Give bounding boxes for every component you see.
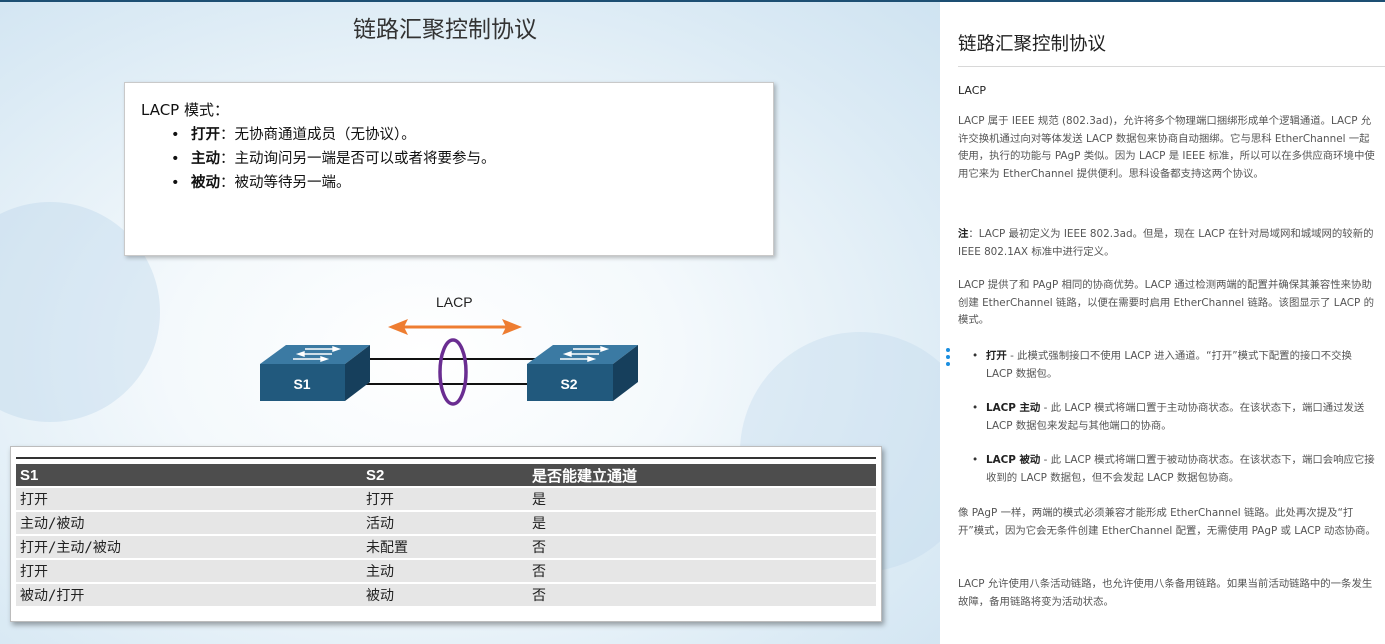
top-border: [0, 0, 1385, 2]
table-row: 被动/打开 被动 否: [16, 584, 876, 606]
cell-channel: 是: [528, 488, 876, 510]
paragraph-intro: LACP 属于 IEEE 规范 (802.3ad)，允许将多个物理端口捆绑形成单…: [958, 115, 1375, 180]
switch-s2-icon: [527, 345, 638, 401]
mode-item-on: •打开：无协商通道成员（无协议）。: [171, 127, 416, 143]
table-row: 主动/被动 活动 是: [16, 512, 876, 534]
cell-channel: 否: [528, 560, 876, 582]
mode-desc: ：主动询问另一端是否可以或者将要参与。: [220, 151, 496, 167]
switch-s1-icon: [260, 345, 370, 401]
lacp-modes-box: LACP 模式： •打开：无协商通道成员（无协议）。 •主动：主动询问另一端是否…: [124, 82, 774, 256]
cell-s2: 未配置: [362, 536, 528, 558]
cell-s1: 打开: [16, 560, 362, 582]
mode-desc: ：被动等待另一端。: [220, 175, 351, 191]
channel-bundle-ring-icon: [438, 338, 468, 406]
lacp-modes-list: •打开：无协商通道成员（无协议）。 •主动：主动询问另一端是否可以或者将要参与。…: [171, 123, 496, 195]
switch-diagram: S1 S2: [260, 319, 638, 406]
mode-item-active: •主动：主动询问另一端是否可以或者将要参与。: [171, 151, 496, 167]
explanation-panel: 链路汇聚控制协议 LACP LACP 属于 IEEE 规范 (802.3ad)，…: [946, 0, 1385, 644]
paragraph-benefits: LACP 提供了和 PAgP 相同的协商优势。LACP 通过检测两端的配置并确保…: [958, 279, 1374, 326]
cell-s1: 打开: [16, 488, 362, 510]
table-row: 打开 打开 是: [16, 488, 876, 510]
mode-compatibility-table: S1 S2 是否能建立通道 打开 打开 是 主动/被动 活动 是 打开/主动/被…: [16, 462, 876, 608]
cell-s2: 被动: [362, 584, 528, 606]
cell-s1: 主动/被动: [16, 512, 362, 534]
cell-s1: 打开/主动/被动: [16, 536, 362, 558]
paragraph-note: 注：LACP 最初定义为 IEEE 802.3ad。但是，现在 LACP 在针对…: [958, 226, 1378, 261]
cell-s1: 被动/打开: [16, 584, 362, 606]
paragraph-standby: LACP 允许使用八条活动链路，也允许使用八条备用链路。如果当前活动链路中的一条…: [958, 578, 1373, 608]
list-item: LACP 被动 - 此 LACP 模式将端口置于被动协商状态。在该状态下，端口会…: [972, 452, 1377, 487]
mode-name: 主动: [191, 151, 220, 167]
lacp-modes-heading: LACP 模式：: [141, 101, 229, 119]
mode-item-passive: •被动：被动等待另一端。: [171, 175, 351, 191]
mode-name: 被动: [191, 175, 220, 191]
mode-desc: ：无协商通道成员（无协议）。: [220, 127, 416, 143]
note-text: ：LACP 最初定义为 IEEE 802.3ad。但是，现在 LACP 在针对局…: [958, 228, 1374, 258]
lacp-protocol-label: LACP: [436, 294, 473, 310]
header-s1: S1: [16, 464, 362, 486]
bidirectional-arrow-icon: [388, 319, 522, 335]
slide-title: 链路汇聚控制协议: [353, 17, 537, 43]
panel-subtitle: LACP: [958, 84, 987, 97]
slide-graphic: 链路汇聚控制协议 LACP 模式： •打开：无协商通道成员（无协议）。 •主动：…: [0, 2, 940, 644]
cell-s2: 活动: [362, 512, 528, 534]
panel-title: 链路汇聚控制协议: [958, 34, 1107, 55]
panel-divider: [958, 66, 1385, 67]
list-item: 打开 - 此模式强制接口不使用 LACP 进入通道。“打开”模式下配置的接口不交…: [972, 348, 1377, 383]
note-label: 注: [958, 228, 969, 240]
table-top-rule: [16, 457, 876, 459]
paragraph-compat: 像 PAgP 一样，两端的模式必须兼容才能形成 EtherChannel 链路。…: [958, 507, 1376, 537]
mode-bullet-list: 打开 - 此模式强制接口不使用 LACP 进入通道。“打开”模式下配置的接口不交…: [972, 348, 1377, 504]
list-item: LACP 主动 - 此 LACP 模式将端口置于主动协商状态。在该状态下，端口通…: [972, 400, 1377, 435]
table-row: 打开 主动 否: [16, 560, 876, 582]
cell-s2: 打开: [362, 488, 528, 510]
drag-handle-icon[interactable]: [946, 348, 950, 369]
switch-s2-label: S2: [560, 376, 577, 392]
mode-compatibility-table-box: S1 S2 是否能建立通道 打开 打开 是 主动/被动 活动 是 打开/主动/被…: [10, 446, 882, 622]
cell-channel: 否: [528, 584, 876, 606]
switch-s1-label: S1: [293, 376, 310, 392]
mode-name: 打开: [191, 127, 220, 143]
cell-channel: 是: [528, 512, 876, 534]
header-channel: 是否能建立通道: [528, 464, 876, 486]
table-header-row: S1 S2 是否能建立通道: [16, 464, 876, 486]
table-row: 打开/主动/被动 未配置 否: [16, 536, 876, 558]
cell-s2: 主动: [362, 560, 528, 582]
cell-channel: 否: [528, 536, 876, 558]
header-s2: S2: [362, 464, 528, 486]
